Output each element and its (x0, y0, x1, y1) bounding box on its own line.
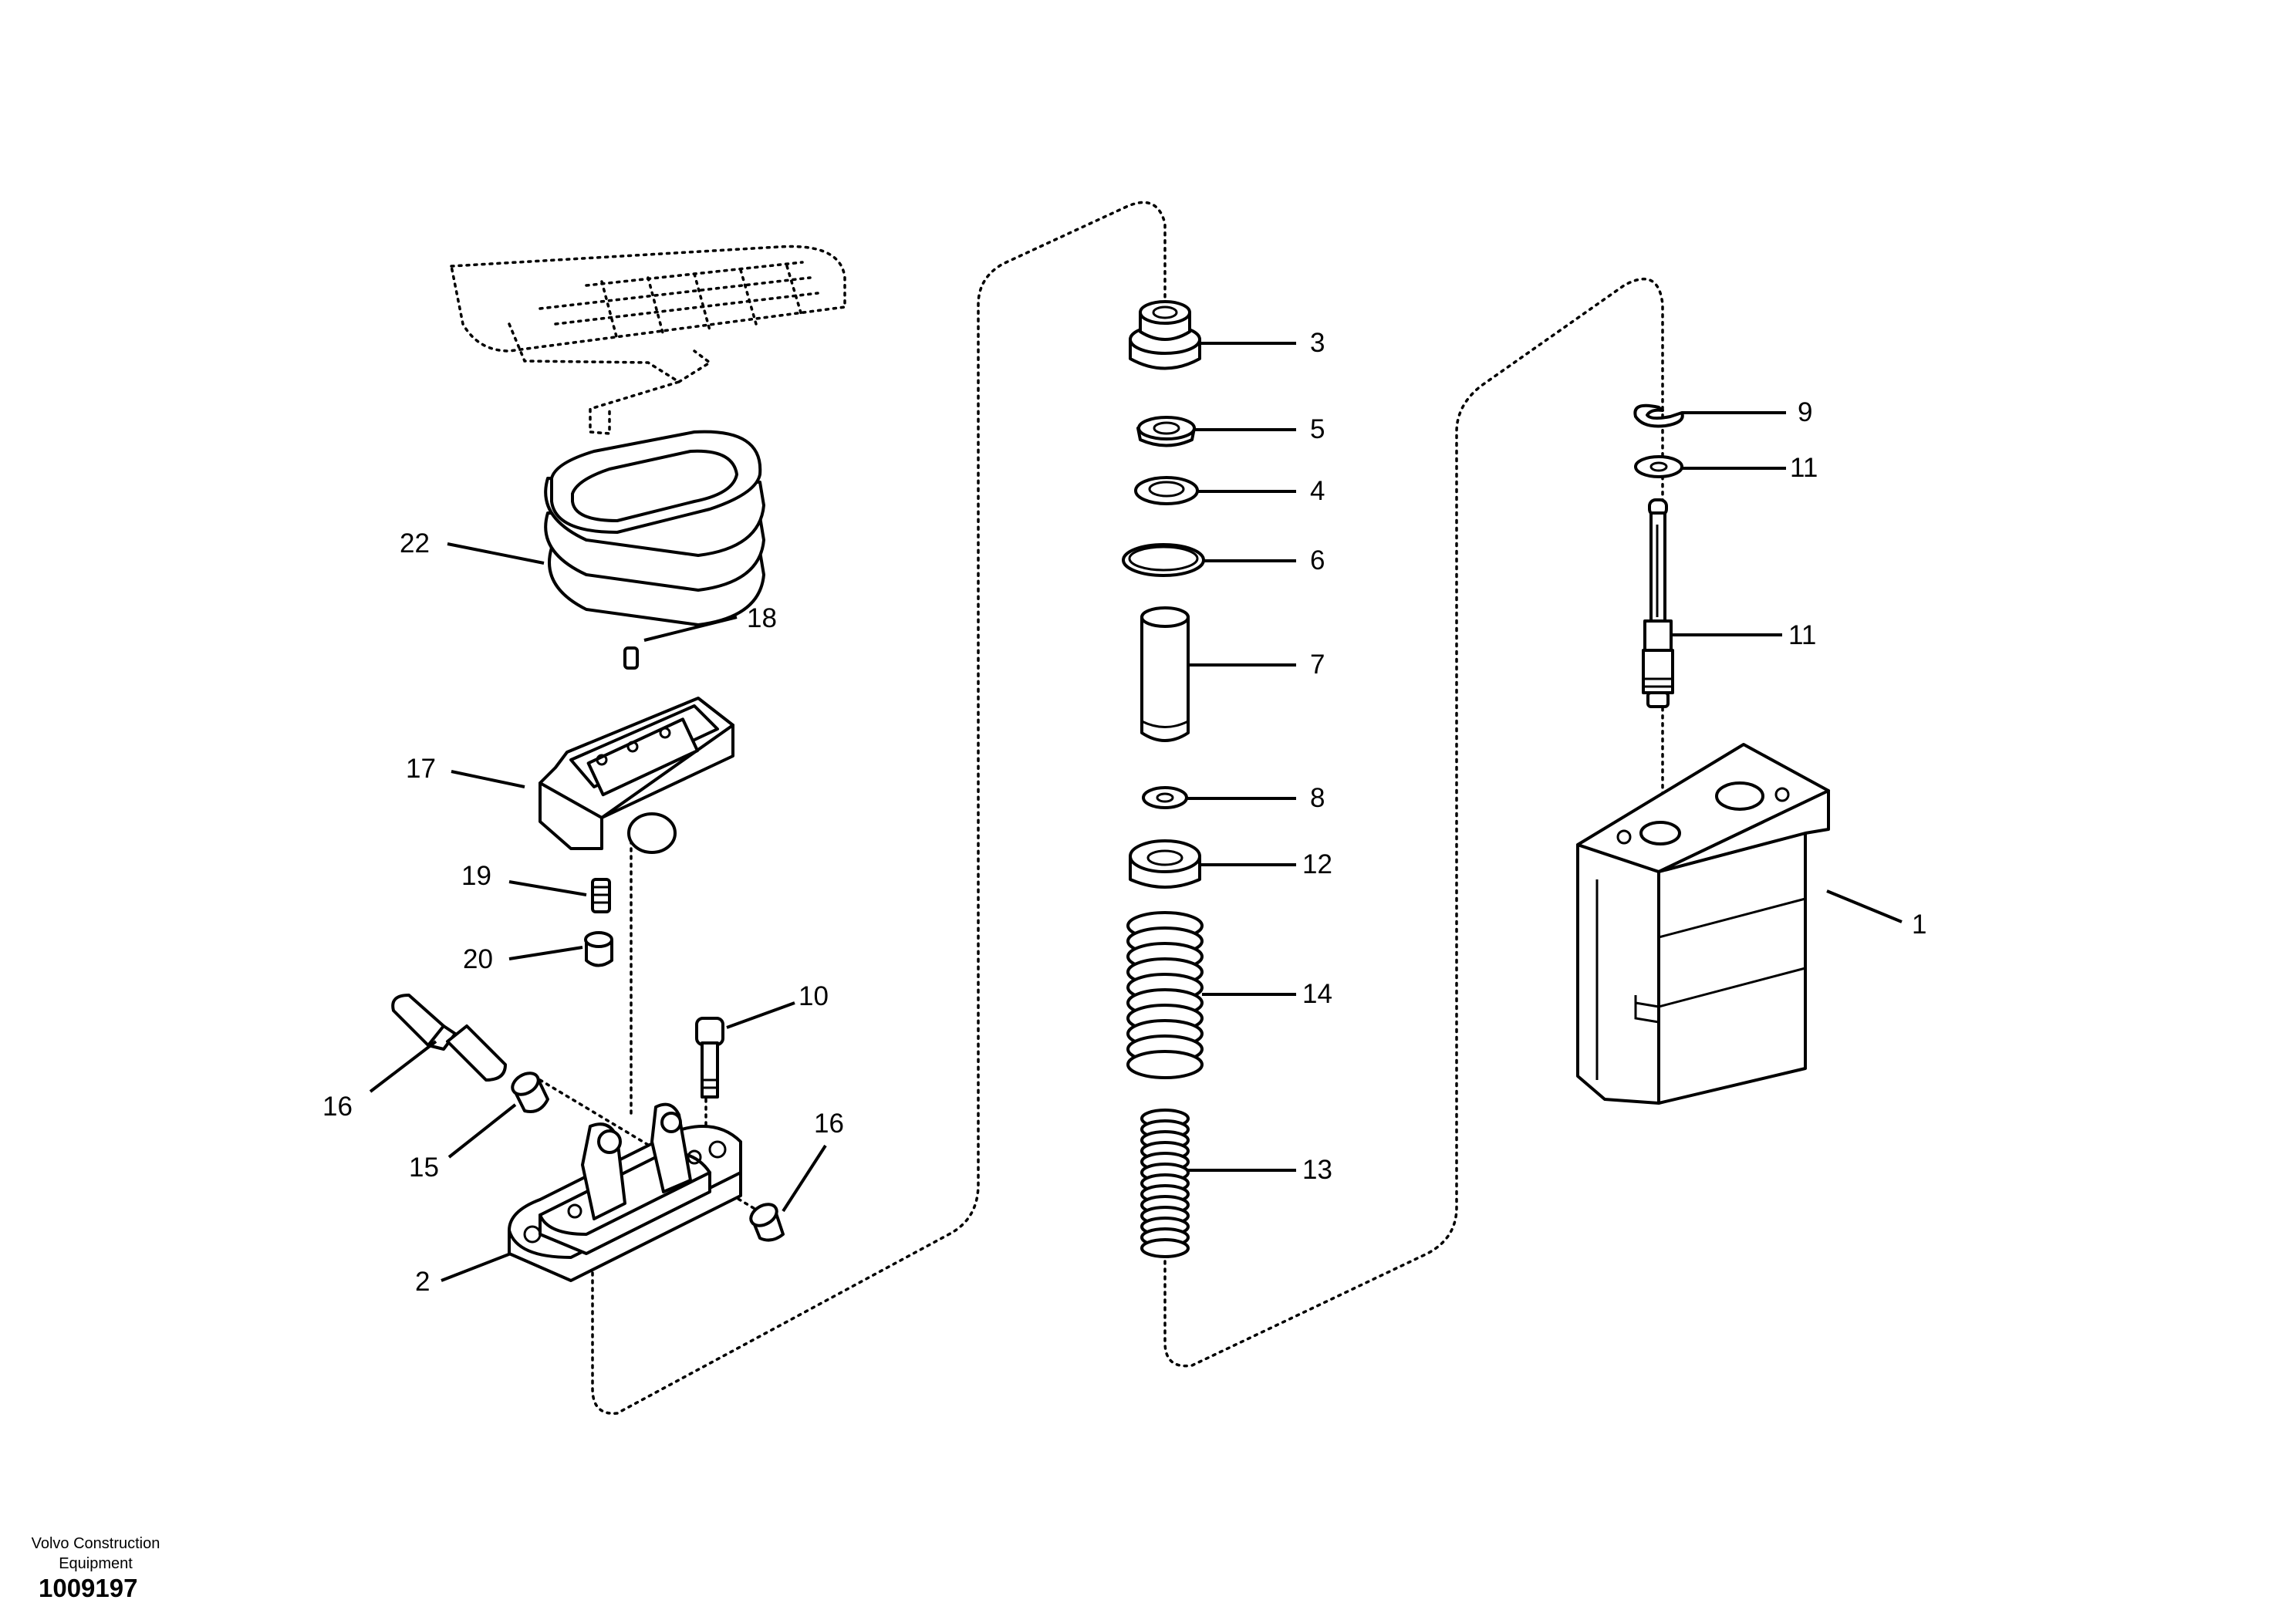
part-14-inner-spring (1140, 1109, 1190, 1258)
callout-7: 7 (1310, 650, 1325, 680)
part-5-seal (1136, 416, 1196, 447)
part-3-plug (1129, 300, 1201, 370)
assembly-path-left (591, 201, 1167, 1415)
part-4-washer (1134, 476, 1199, 505)
part-9-snap-ring (1633, 403, 1684, 428)
brand-label: Volvo Construction Equipment (11, 1534, 181, 1574)
pedal-phantom (449, 245, 846, 435)
callout-18: 17 (406, 754, 436, 784)
part-16-bushing-left (511, 1072, 549, 1113)
callout-12: 12 (1302, 849, 1332, 879)
part-11-push-rod (1642, 498, 1674, 708)
part-2-base-plate (508, 1102, 742, 1282)
callout-6: 6 (1310, 545, 1325, 575)
callout-17: 16 (322, 1092, 353, 1122)
callout-1: 1 (1912, 910, 1926, 940)
callout-5: 5 (1310, 414, 1325, 444)
part-22-bellows-boot (544, 430, 765, 626)
callout-3: 3 (1310, 328, 1325, 358)
part-1-valve-body (1576, 743, 1830, 1105)
part-18-lever-bracket (539, 697, 734, 854)
callout-9: 9 (1798, 397, 1812, 427)
document-number: 1009197 (39, 1574, 138, 1602)
callout-11: 11 (1788, 620, 1816, 650)
brand-line-1: Volvo Construction (31, 1535, 160, 1552)
callout-22: 22 (400, 528, 430, 559)
callout-20: 19 (461, 861, 491, 891)
part-8-washer (1142, 786, 1188, 809)
part-12-spring-seat (1129, 839, 1201, 889)
callout-16-left: 15 (409, 1153, 439, 1183)
callout-13: 11 (1790, 453, 1818, 483)
part-16-bushing-right (749, 1203, 785, 1242)
part-20-set-screw (591, 878, 611, 913)
callout-21: 20 (463, 944, 493, 974)
callout-10: 10 (799, 981, 829, 1011)
part-6-o-ring (1122, 543, 1205, 577)
callout-16-right: 16 (814, 1109, 844, 1139)
leader-lines (369, 342, 1903, 1282)
part-21-nut (584, 931, 613, 967)
part-15-outer-spring (1126, 911, 1204, 1079)
callout-4: 4 (1310, 476, 1325, 506)
part-10-bolt (695, 1017, 724, 1099)
callout-2: 2 (415, 1267, 430, 1297)
part-17-pin (391, 994, 507, 1082)
callout-14: 13 (1302, 1155, 1332, 1185)
part-13-washer (1634, 455, 1683, 478)
part-19-nipple (623, 646, 639, 670)
part-7-sleeve (1140, 606, 1190, 742)
callout-8: 8 (1310, 783, 1325, 813)
callout-15: 14 (1302, 979, 1332, 1009)
brand-line-2: Equipment (59, 1555, 133, 1572)
assembly-path-center (1163, 278, 1664, 1368)
callout-19: 18 (747, 603, 777, 633)
